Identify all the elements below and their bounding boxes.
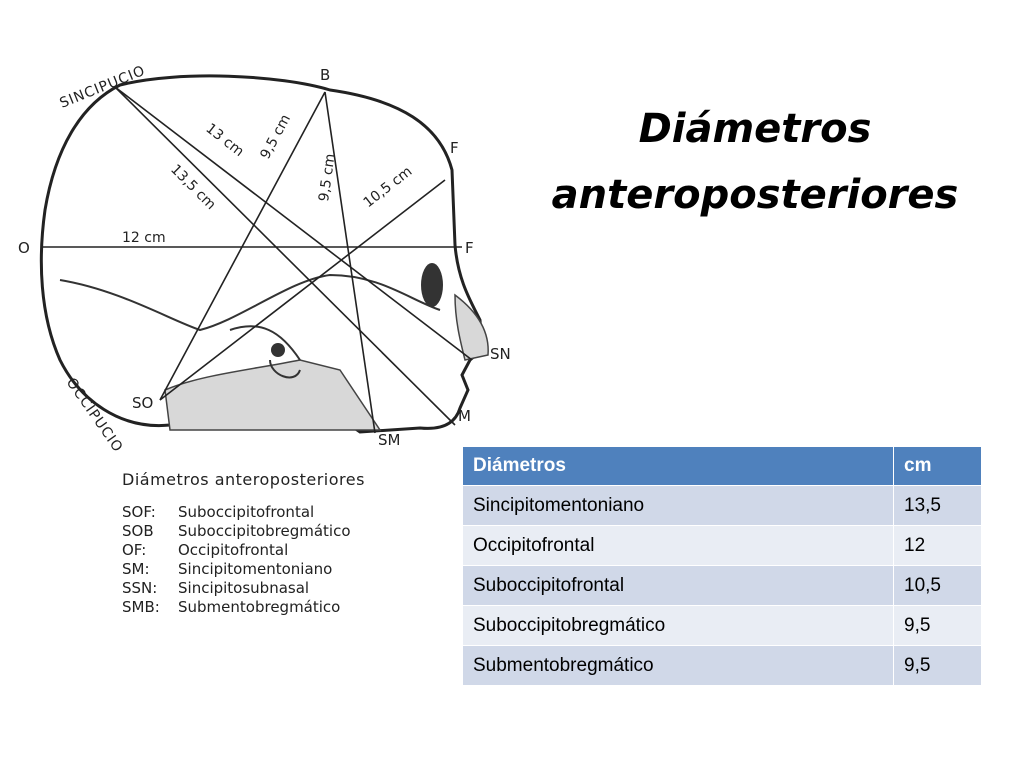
table-row: Suboccipitofrontal 10,5 xyxy=(462,565,982,606)
cell-cm: 10,5 xyxy=(893,565,982,606)
skull-outline xyxy=(39,74,484,434)
line-sob xyxy=(159,91,326,401)
table-row: Submentobregmático 9,5 xyxy=(462,645,982,686)
label-9-5cm-a: 9,5 cm xyxy=(257,112,294,162)
nasal-area xyxy=(454,293,489,361)
cell-name: Occipitofrontal xyxy=(462,525,894,566)
label-sincipucio: SINCIPUCIO xyxy=(58,63,148,112)
internal-contour xyxy=(59,273,441,332)
legend-item: SOB Suboccipitobregmático xyxy=(122,522,365,541)
skull-diagram: SINCIPUCIO OCCIPUCIO B F F O SN SO M SM … xyxy=(0,30,520,670)
diameters-table: Diámetros cm Sincipitomentoniano 13,5 Oc… xyxy=(462,446,982,686)
ear-canal xyxy=(271,343,285,357)
cell-name: Sincipitomentoniano xyxy=(462,485,894,526)
skull-drawing: SINCIPUCIO OCCIPUCIO B F F O SN SO M SM … xyxy=(18,63,511,456)
cell-cm: 12 xyxy=(893,525,982,566)
cell-cm: 9,5 xyxy=(893,645,982,686)
label-point-o: O xyxy=(18,239,30,257)
label-point-b: B xyxy=(320,66,330,84)
cell-name: Suboccipitobregmático xyxy=(462,605,894,646)
table-header-row: Diámetros cm xyxy=(462,446,982,486)
label-point-so: SO xyxy=(132,394,153,412)
table-row: Sincipitomentoniano 13,5 xyxy=(462,485,982,526)
label-point-m: M xyxy=(458,407,471,425)
legend-item: SMB: Submentobregmático xyxy=(122,598,365,617)
label-9-5cm-b: 9,5 cm xyxy=(316,153,339,203)
legend-name: Occipitofrontal xyxy=(178,541,289,559)
cell-cm: 13,5 xyxy=(893,485,982,526)
legend-name: Submentobregmático xyxy=(178,598,341,616)
skull-base xyxy=(164,359,382,431)
orbit xyxy=(421,263,443,307)
header-cm: cm xyxy=(893,446,982,486)
legend-code: SM: xyxy=(122,560,150,578)
legend-name: Suboccipitofrontal xyxy=(178,503,315,521)
table-row: Suboccipitobregmático 9,5 xyxy=(462,605,982,646)
label-13cm: 13 cm xyxy=(203,121,247,160)
legend-item: OF: Occipitofrontal xyxy=(122,541,365,560)
label-point-sm: SM xyxy=(378,431,400,449)
cell-cm: 9,5 xyxy=(893,605,982,646)
diameter-lines xyxy=(42,86,473,434)
legend-code: SOB xyxy=(122,522,154,540)
legend-item: SOF: Suboccipitofrontal xyxy=(122,503,365,522)
internal-contour xyxy=(229,325,301,379)
legend-item: SM: Sincipitomentoniano xyxy=(122,560,365,579)
slide-title-line2: anteroposteriores xyxy=(551,172,959,218)
legend-code: SOF: xyxy=(122,503,156,521)
figure-legend: Diámetros anteroposteriores SOF: Subocci… xyxy=(122,470,365,617)
legend-name: Sincipitosubnasal xyxy=(178,579,310,597)
legend-item: SSN: Sincipitosubnasal xyxy=(122,579,365,598)
label-point-f-mid: F xyxy=(465,239,474,257)
label-10-5cm: 10,5 cm xyxy=(361,163,416,211)
legend-code: SSN: xyxy=(122,579,158,597)
legend-name: Suboccipitobregmático xyxy=(178,522,351,540)
label-point-sn: SN xyxy=(490,345,511,363)
legend-code: OF: xyxy=(122,541,147,559)
cell-name: Submentobregmático xyxy=(462,645,894,686)
header-diametros: Diámetros xyxy=(462,446,894,486)
line-sof xyxy=(159,179,446,401)
table-row: Occipitofrontal 12 xyxy=(462,525,982,566)
line-smb xyxy=(324,91,376,434)
cell-name: Suboccipitofrontal xyxy=(462,565,894,606)
slide-title: Diámetros anteroposteriores xyxy=(520,96,990,228)
legend-code: SMB: xyxy=(122,598,160,616)
legend-name: Sincipitomentoniano xyxy=(178,560,333,578)
label-12cm: 12 cm xyxy=(122,230,166,246)
line-ssn xyxy=(114,86,473,361)
figure-caption: Diámetros anteroposteriores xyxy=(122,470,365,489)
line-sm xyxy=(114,86,456,426)
slide-title-line1: Diámetros xyxy=(638,106,872,152)
label-13-5cm: 13,5 cm xyxy=(167,162,219,214)
label-point-f-top: F xyxy=(450,139,459,157)
